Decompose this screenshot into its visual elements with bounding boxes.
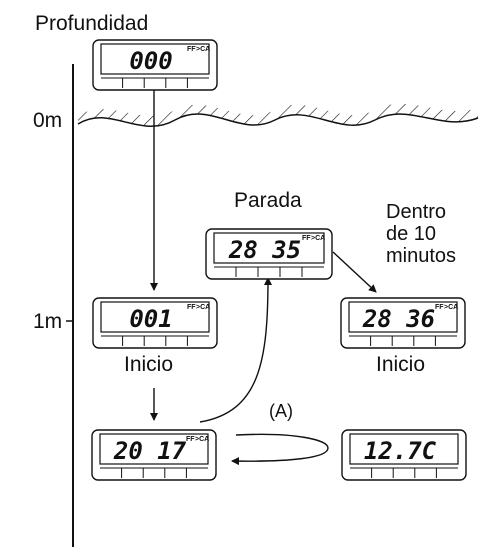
surface-level-label: 0m	[33, 109, 63, 132]
ff-indicator: FF	[187, 46, 196, 53]
ff-indicator: FF	[435, 304, 444, 311]
display-digits: 12.7C	[364, 437, 437, 465]
stop-label: Parada	[234, 189, 302, 212]
ff-indicator: FF	[186, 436, 195, 443]
display-digits: 001	[129, 305, 172, 333]
loop-arrow-a	[231, 433, 329, 466]
mode-indicator: >CA	[311, 235, 325, 242]
ff-indicator: FF	[302, 235, 311, 242]
mode-indicator: >CA	[196, 304, 210, 311]
water-surface-line	[77, 113, 479, 127]
arrow-stop-to-restart	[332, 251, 377, 293]
watch-display-depth-1m: 001 FF>CA	[92, 297, 218, 349]
within-10-min-label: Dentro de 10 minutos	[386, 201, 457, 267]
display-digits: 000	[129, 47, 172, 75]
display-digits: 28 35	[228, 236, 301, 264]
arrow-timer-to-stop	[199, 277, 272, 423]
depth-title: Profundidad	[35, 12, 149, 35]
mode-indicator: >CA	[444, 304, 458, 311]
mode-indicator: >CA	[195, 436, 209, 443]
watch-display-temperature: 12.7C	[341, 429, 467, 481]
ff-indicator: FF	[187, 304, 196, 311]
start-label-right: Inicio	[376, 353, 426, 376]
watch-display-surface: 000 FF>CA	[92, 39, 218, 91]
water-surface-hatch	[78, 103, 478, 127]
display-digits: 28 36	[362, 305, 435, 333]
mode-indicator: >CA	[196, 46, 210, 53]
one-meter-label: 1m	[33, 310, 63, 333]
loop-label: (A)	[269, 401, 293, 421]
display-digits: 20 17	[113, 437, 187, 465]
start-label-left: Inicio	[124, 353, 174, 376]
